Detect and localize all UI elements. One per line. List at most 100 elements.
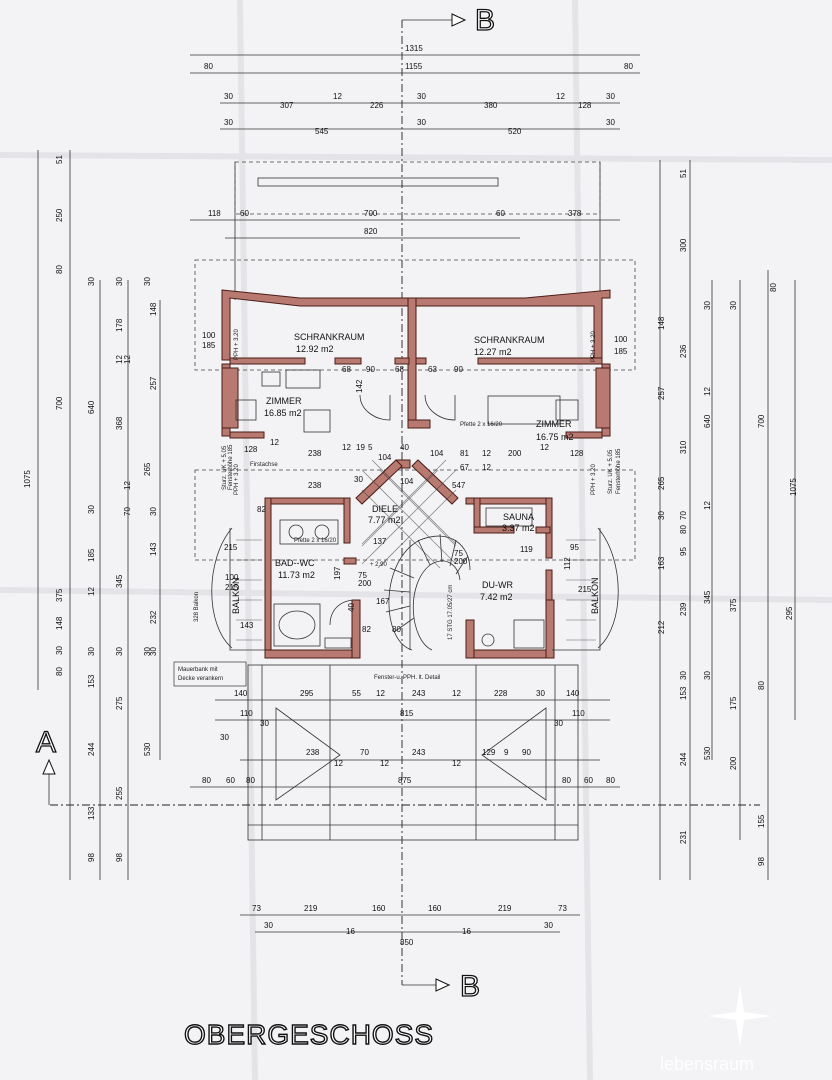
dim-label: 212: [657, 620, 666, 634]
dim-label: 60: [240, 209, 249, 218]
dim-label: 12: [333, 92, 342, 101]
dim-label: 70: [679, 511, 688, 520]
dim-label: 215: [578, 585, 592, 594]
dim-label: 820: [364, 227, 378, 236]
dim-label: 257: [149, 376, 158, 390]
spiral-staircase: [383, 533, 471, 651]
dim-label: 12: [482, 449, 491, 458]
dim-label: 1155: [405, 62, 423, 71]
dim-label: 82: [362, 625, 371, 634]
dim-label: 128: [244, 445, 258, 454]
dim-label: 163: [657, 556, 666, 570]
dim-label: 95: [679, 547, 688, 556]
dim-label: 200: [454, 557, 468, 566]
dim-label: 228: [494, 689, 508, 698]
dim-label: 55: [352, 689, 361, 698]
notes: Mauerbank mit Decke verankern Fenster-u.…: [173, 328, 622, 687]
dim-label: 236: [679, 344, 688, 358]
room-labels: SCHRANKRAUM 12.92 m2 SCHRANKRAUM 12.27 m…: [231, 332, 600, 614]
dim-label: 80: [55, 265, 64, 274]
sparkle-icon: [708, 985, 772, 1046]
dim-label: 375: [729, 598, 738, 612]
dim-label: 60: [226, 776, 235, 785]
dim-label: 200: [508, 449, 522, 458]
dim-label: 30: [220, 733, 229, 742]
dim-label: 244: [679, 752, 688, 766]
dim-label: 80: [757, 681, 766, 690]
left-dimensions: [37, 150, 161, 880]
dim-label: 148: [657, 316, 666, 330]
inner-dimension-labels: 100 185 100 185 68 90 68 63 90 142 128 1…: [202, 331, 628, 634]
dim-label: 232: [149, 610, 158, 624]
room-area-schrankraum-right: 12.27 m2: [474, 347, 512, 357]
dim-label: 185: [614, 347, 628, 356]
dim-label: 12: [376, 689, 385, 698]
dim-label: 119: [520, 545, 533, 554]
dim-label: 51: [679, 169, 688, 178]
dim-label: 16: [346, 927, 355, 936]
drawing-title: OBERGESCHOSS: [184, 1019, 434, 1050]
dim-label: 140: [234, 689, 248, 698]
dim-label: 185: [202, 341, 216, 350]
note-stair: 17 STG 17.05/27 cm: [448, 585, 454, 640]
dim-label: 30: [87, 505, 96, 514]
dim-label: 30: [260, 719, 269, 728]
dim-label: 5: [368, 443, 373, 452]
dim-label: 250: [55, 208, 64, 222]
dim-label: 30: [224, 92, 233, 101]
dim-label: 110: [572, 709, 585, 718]
dim-label: 239: [679, 602, 688, 616]
dim-label: 112: [563, 557, 572, 570]
dim-label: 143: [149, 542, 158, 556]
note-mauerbank-2: Decke verankern: [178, 676, 223, 682]
dim-label: 68: [395, 365, 404, 374]
dim-label: 73: [252, 904, 261, 913]
dim-label: 90: [522, 748, 531, 757]
dim-label: 700: [55, 396, 64, 410]
dim-label: 155: [757, 814, 766, 828]
dim-label: 226: [370, 101, 384, 110]
dim-label: 815: [400, 709, 414, 718]
lower-roof: [247, 664, 579, 841]
note-balkon-depth: 328 Balkon: [194, 592, 200, 622]
dim-label: 67: [460, 463, 469, 472]
note-firstachse: Firstachse: [250, 462, 278, 468]
dim-label: 9: [504, 748, 509, 757]
room-area-diele: 7.77 m2: [368, 515, 401, 525]
dim-label: 153: [679, 686, 688, 700]
dim-label: 30: [606, 118, 615, 127]
right-dimension-labels: 51 300 80 375 295 80 155 98 1075 30 700 …: [657, 169, 798, 866]
dim-label: 148: [55, 616, 64, 630]
dim-label: 30: [115, 647, 124, 656]
dim-label: 60: [584, 776, 593, 785]
dim-label: 104: [378, 453, 392, 462]
bottom-dimension-labels: 140 295 55 12 243 12 228 30 140 110 30 8…: [202, 689, 615, 947]
dim-label: 265: [143, 462, 152, 476]
dim-label: 98: [757, 857, 766, 866]
dim-label: 255: [115, 786, 124, 800]
note-pph-left-2: PPH + 3.20: [234, 463, 240, 495]
note-fenster: Fenster-u. PPH. lt. Detail: [374, 675, 440, 681]
dim-label: 140: [566, 689, 580, 698]
top-dimensions: [190, 54, 640, 300]
dim-label: 30: [149, 647, 158, 656]
dim-label: 160: [428, 904, 442, 913]
paper-fold: [0, 152, 832, 163]
dim-label: 200: [358, 579, 372, 588]
dim-label: 307: [280, 101, 294, 110]
note-pfette-right: Pfette 2 x 16/20: [460, 422, 503, 428]
note-pph-right-1: PPH + 3.20: [591, 330, 597, 362]
dim-label: 118: [208, 209, 221, 218]
room-area-du-wr: 7.42 m2: [480, 592, 513, 602]
left-dimension-labels: 51 250 80 375 148 30 80 1075 30 700 30 1…: [23, 155, 158, 862]
dim-label: 30: [149, 507, 158, 516]
dim-label: 300: [679, 238, 688, 252]
dim-label: 30: [729, 301, 738, 310]
section-label-a: A: [36, 726, 56, 759]
walls: [221, 289, 611, 659]
dim-label: 100: [225, 573, 239, 582]
dim-label: 30: [606, 92, 615, 101]
room-area-zimmer-left: 16.85 m2: [264, 408, 302, 418]
dim-label: 368: [115, 416, 124, 430]
